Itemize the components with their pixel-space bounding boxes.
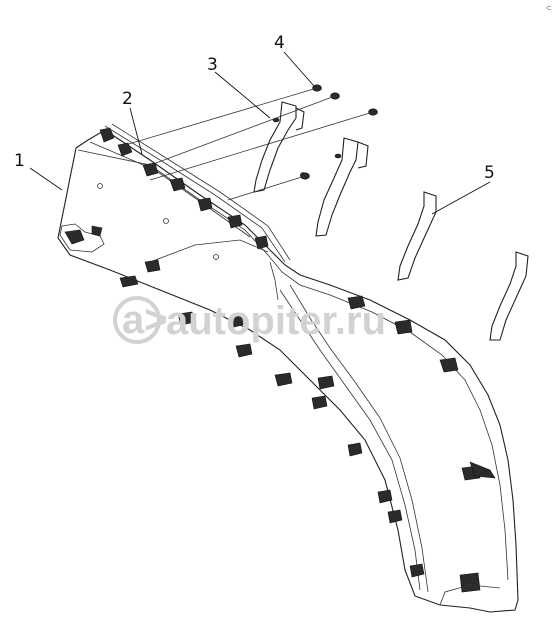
watermark-text: autopiter.ru: [166, 299, 386, 343]
watermark-logo-icon: [113, 296, 161, 344]
corner-mark: ⊂: [546, 4, 552, 12]
trim-panel-part-1: [57, 127, 519, 613]
bracket-part-5: [397, 191, 529, 341]
callout-leaders: [29, 51, 491, 215]
nuts-part-4: [121, 84, 378, 201]
bracket-part-3: [253, 101, 369, 237]
callout-1: 1: [14, 151, 25, 171]
callout-3: 3: [207, 55, 218, 75]
edge-strip-part-2: [104, 123, 291, 263]
callout-2: 2: [122, 89, 133, 109]
watermark-logo: a>: [122, 298, 168, 342]
callout-4: 4: [274, 33, 285, 53]
callout-labels: 1 2 3 4 5: [14, 33, 495, 183]
watermark: a> autopiter.ru: [113, 296, 386, 344]
callout-5: 5: [484, 163, 495, 183]
